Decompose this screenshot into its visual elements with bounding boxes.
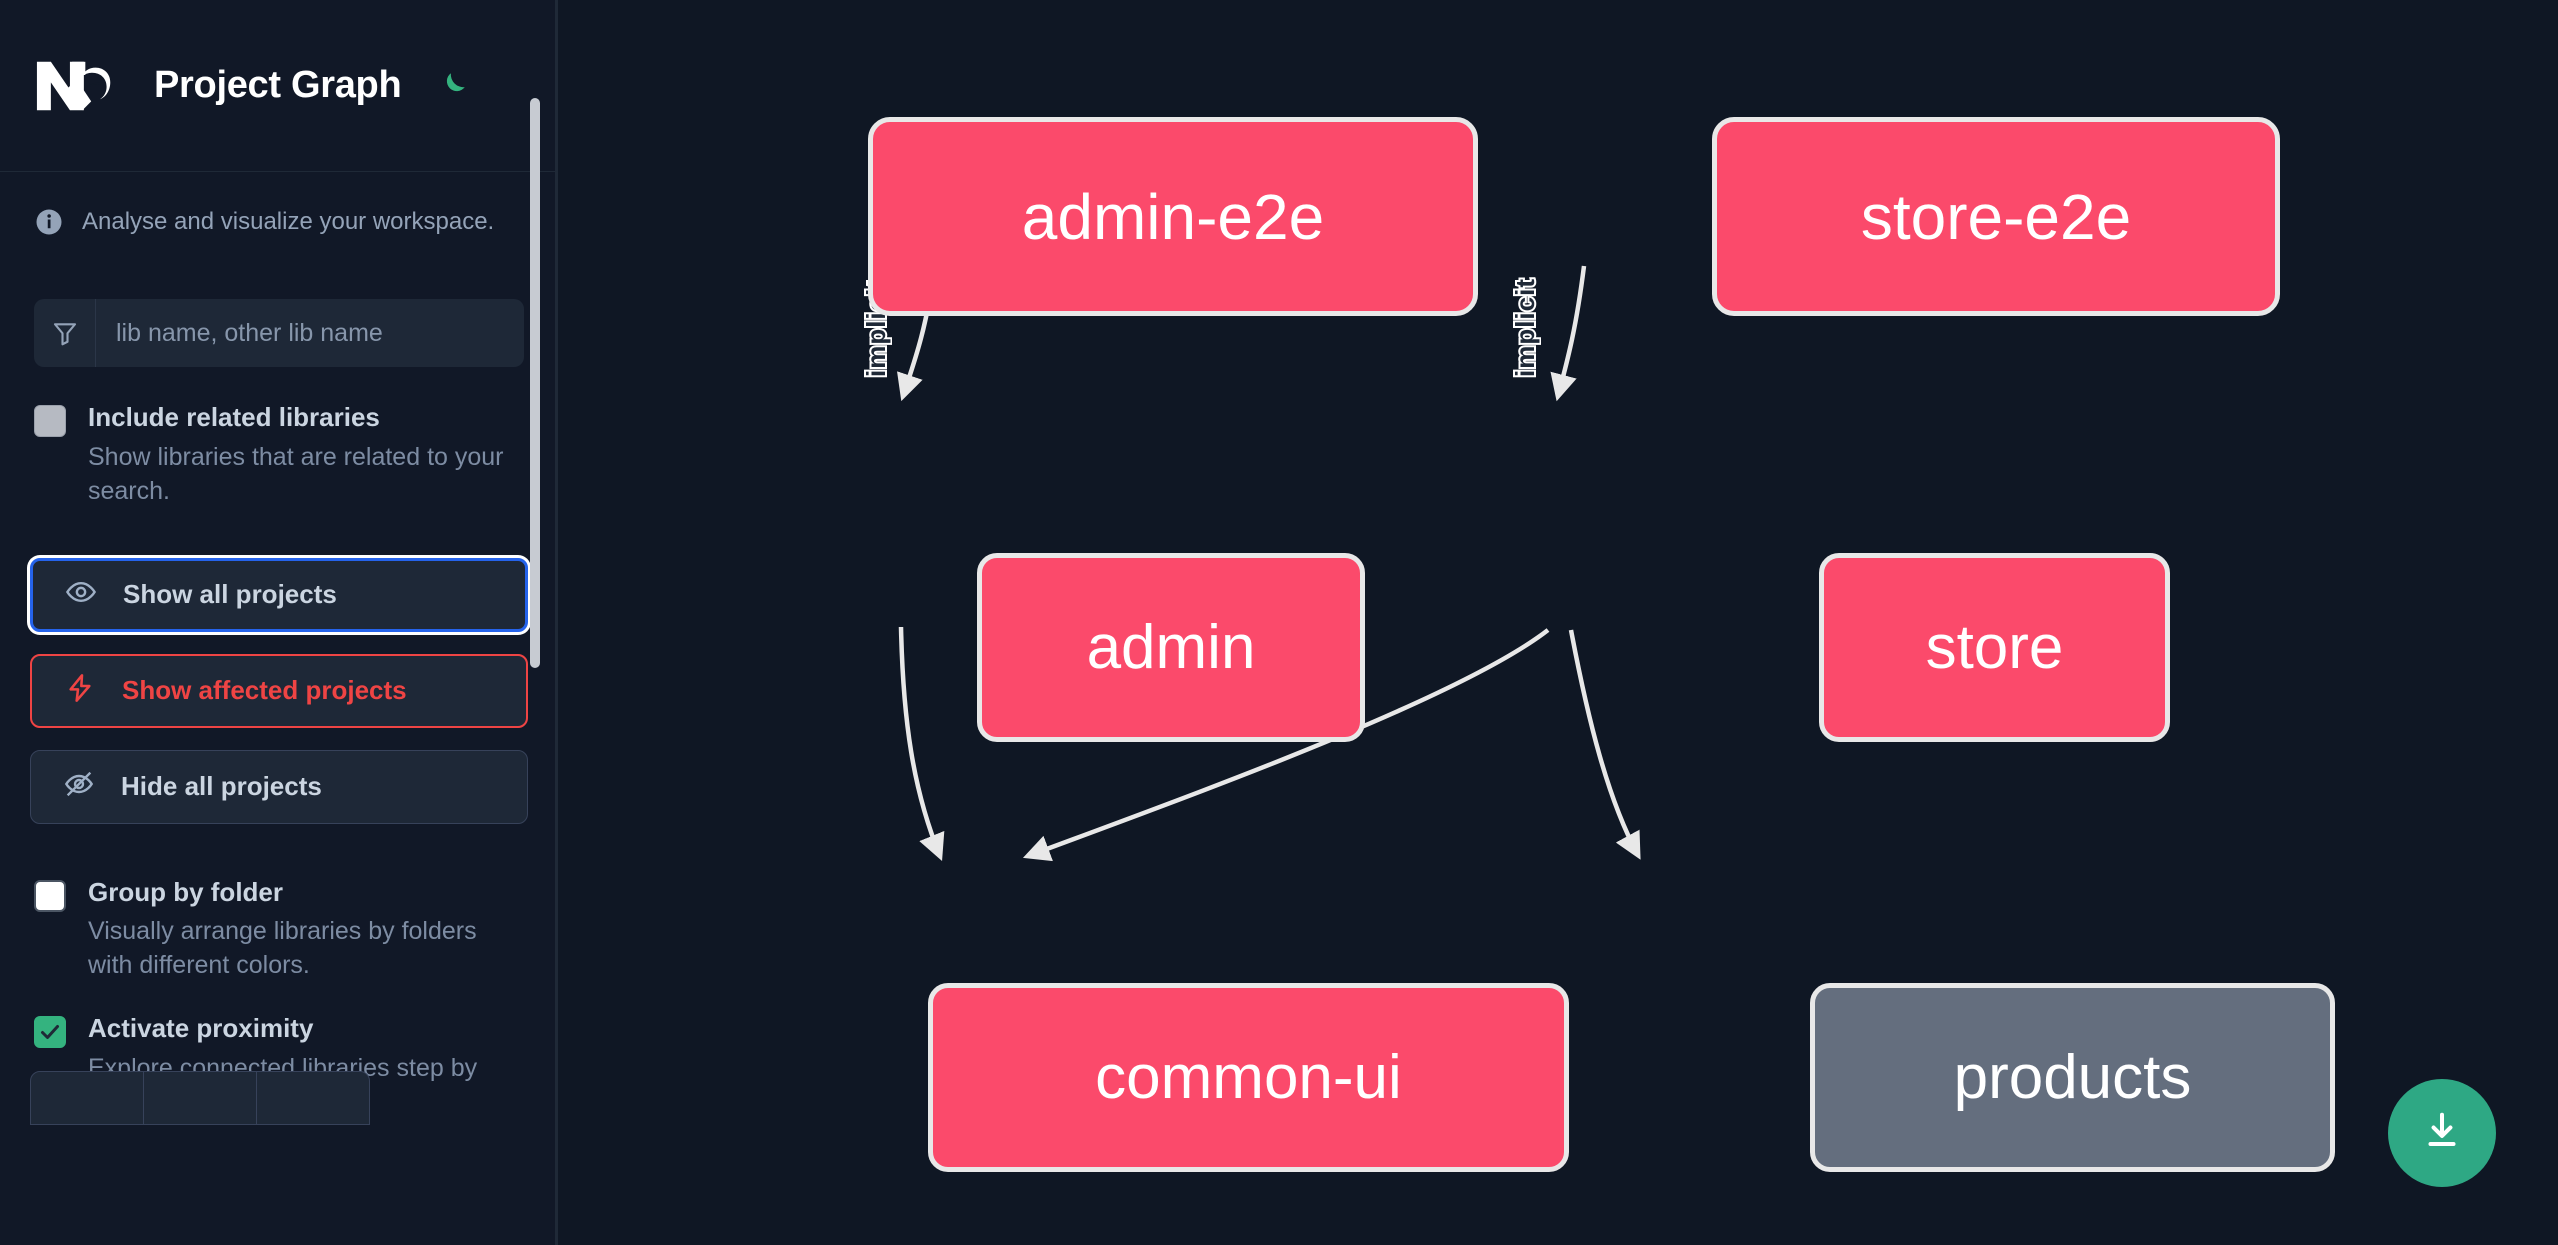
checkbox-group-by-folder[interactable]: Group by folder Visually arrange librari… xyxy=(0,824,558,983)
search-row xyxy=(34,299,524,368)
show-all-projects-button[interactable]: Show all projects xyxy=(30,557,528,632)
graph-node-products[interactable]: products xyxy=(1810,983,2335,1172)
download-icon xyxy=(2419,1108,2465,1159)
workspace-info-text: Analyse and visualize your workspace. xyxy=(82,208,495,235)
sidebar-content: Project Graph Analyse and visualize your… xyxy=(0,0,558,1125)
nx-logo xyxy=(34,57,122,115)
checkbox-group-by-folder-label: Group by folder xyxy=(88,876,283,907)
edge-store-products xyxy=(1568,629,1641,860)
lightning-icon xyxy=(64,672,96,709)
info-icon xyxy=(34,207,64,237)
sidebar-divider xyxy=(555,0,558,1245)
checkbox-include-related-libraries-label: Include related libraries xyxy=(88,402,380,433)
funnel-filter-icon[interactable] xyxy=(34,299,96,368)
page-title: Project Graph xyxy=(154,64,402,106)
checkbox-activate-proximity-label: Activate proximity xyxy=(88,1013,314,1044)
graph-node-admin-e2e[interactable]: admin-e2e xyxy=(868,117,1478,316)
show-affected-projects-label: Show affected projects xyxy=(122,675,407,706)
download-image-button[interactable] xyxy=(2388,1079,2496,1187)
sidebar-header: Project Graph xyxy=(0,0,558,172)
sidebar: Project Graph Analyse and visualize your… xyxy=(0,0,558,1245)
edge-store-e2e-store xyxy=(1550,265,1587,402)
graph-node-store[interactable]: store xyxy=(1819,553,2170,742)
moon-icon[interactable] xyxy=(429,63,475,109)
sidebar-scrollbar[interactable] xyxy=(530,98,540,668)
edge-admin-common-ui xyxy=(898,626,945,861)
proximity-step-value[interactable] xyxy=(144,1071,257,1124)
show-all-projects-label: Show all projects xyxy=(123,579,337,610)
graph-node-store-e2e[interactable]: store-e2e xyxy=(1712,117,2280,316)
proximity-step-increase[interactable] xyxy=(257,1072,369,1124)
eye-slash-icon xyxy=(63,768,95,805)
graph-node-common-ui[interactable]: common-ui xyxy=(928,983,1569,1172)
edge-label-implicit-store: implicit xyxy=(1510,278,1540,378)
graph-node-admin[interactable]: admin xyxy=(977,553,1365,742)
proximity-step-controls[interactable] xyxy=(30,1070,370,1125)
proximity-step-decrease[interactable] xyxy=(31,1071,144,1124)
checkbox-include-related-libraries-description: Show libraries that are related to your … xyxy=(88,442,504,505)
checkbox-activate-proximity-box[interactable] xyxy=(34,1016,66,1049)
checkbox-group-by-folder-box[interactable] xyxy=(34,879,66,912)
search-input[interactable] xyxy=(96,299,524,368)
hide-all-projects-button[interactable]: Hide all projects xyxy=(30,749,528,824)
projects-button-group: Show all projects Show affected projects xyxy=(30,557,528,824)
workspace-info: Analyse and visualize your workspace. xyxy=(0,172,558,237)
graph-canvas[interactable]: implicit implicit implicit implicit admi… xyxy=(558,0,2558,1245)
checkbox-include-related-libraries[interactable]: Include related libraries Show libraries… xyxy=(0,367,558,508)
checkbox-group-by-folder-description: Visually arrange libraries by folders wi… xyxy=(88,917,477,980)
eye-icon xyxy=(65,576,97,613)
edge-label-implicit-store-halo: implicit xyxy=(1508,276,1542,379)
hide-all-projects-label: Hide all projects xyxy=(121,771,322,802)
show-affected-projects-button[interactable]: Show affected projects xyxy=(30,653,528,728)
checkbox-include-related-libraries-box[interactable] xyxy=(34,405,66,438)
